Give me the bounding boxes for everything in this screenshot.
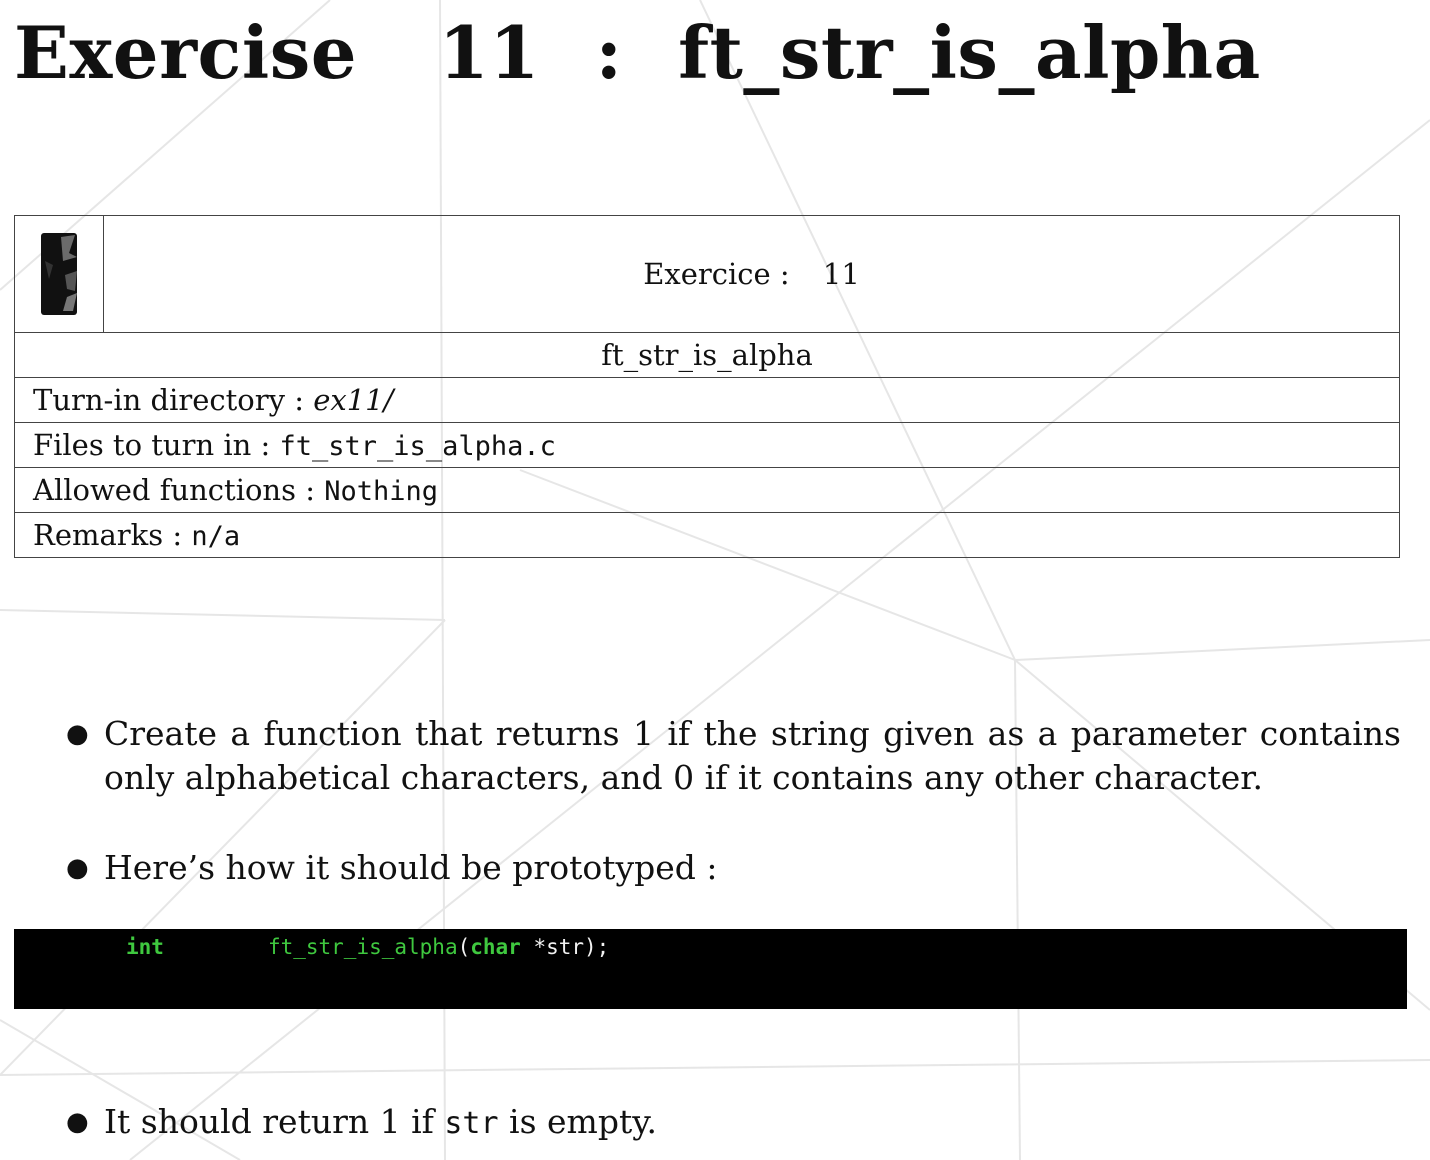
bullet-text: Here’s how it should be prototyped : [104, 848, 718, 887]
title-exercise-name: ft_str_is_alpha [678, 10, 1261, 95]
exercise-info-table: Exercice : 11 ft_str_is_alpha Turn-in di… [14, 215, 1400, 558]
remarks-value: n/a [191, 521, 241, 552]
list-item: ● It should return 1 if str is empty. [66, 1100, 1401, 1146]
allowed-functions-value: Nothing [324, 476, 439, 507]
exercise-header-label: Exercice : [643, 257, 790, 291]
files-to-turn-in-label: Files to turn in : [33, 428, 271, 462]
function-name-cell: ft_str_is_alpha [14, 332, 1400, 378]
bullet-icon: ● [66, 1107, 89, 1137]
files-to-turn-in-row: Files to turn in : ft_str_is_alpha.c [14, 422, 1400, 468]
42-logo-icon [41, 233, 77, 315]
allowed-functions-row: Allowed functions : Nothing [14, 467, 1400, 513]
list-item: ● Here’s how it should be prototyped : [66, 846, 1401, 890]
code-function-name: ft_str_is_alpha [267, 935, 458, 959]
bullet-text: Create a function that returns 1 if the … [104, 714, 1401, 797]
turn-in-directory-value: ex11/ [313, 383, 394, 417]
turn-in-directory-label: Turn-in directory : [33, 383, 304, 417]
allowed-functions-label: Allowed functions : [33, 473, 315, 507]
bullet-icon: ● [66, 719, 89, 749]
remarks-row: Remarks : n/a [14, 512, 1400, 558]
exercise-header-cell: Exercice : 11 [103, 215, 1400, 333]
remarks-label: Remarks : [33, 518, 183, 552]
bullet-text-post: is empty. [509, 1102, 657, 1141]
title-separator: : [595, 10, 623, 95]
bullet-inline-code: str [444, 1106, 499, 1141]
code-return-type: int [126, 935, 164, 959]
page-title: Exercise 11 : ft_str_is_alpha [14, 8, 1261, 98]
code-block: int ft_str_is_alpha(char *str); [14, 929, 1407, 1009]
title-exercise-number: 11 [438, 10, 540, 95]
files-to-turn-in-value: ft_str_is_alpha.c [279, 431, 556, 462]
list-item: ● Create a function that returns 1 if th… [66, 712, 1401, 800]
title-exercise-word: Exercise [14, 10, 358, 95]
bullet-icon: ● [66, 853, 89, 883]
exercise-header-number: 11 [822, 257, 860, 291]
logo-cell [14, 215, 104, 333]
code-open-paren: ( [457, 935, 471, 959]
code-param-type: char [470, 935, 521, 959]
bullet-text-pre: It should return 1 if [104, 1102, 434, 1141]
code-param: *str); [520, 935, 610, 959]
turn-in-directory-row: Turn-in directory : ex11/ [14, 377, 1400, 423]
bullet-text: It should return 1 if str is empty. [104, 1100, 1401, 1146]
